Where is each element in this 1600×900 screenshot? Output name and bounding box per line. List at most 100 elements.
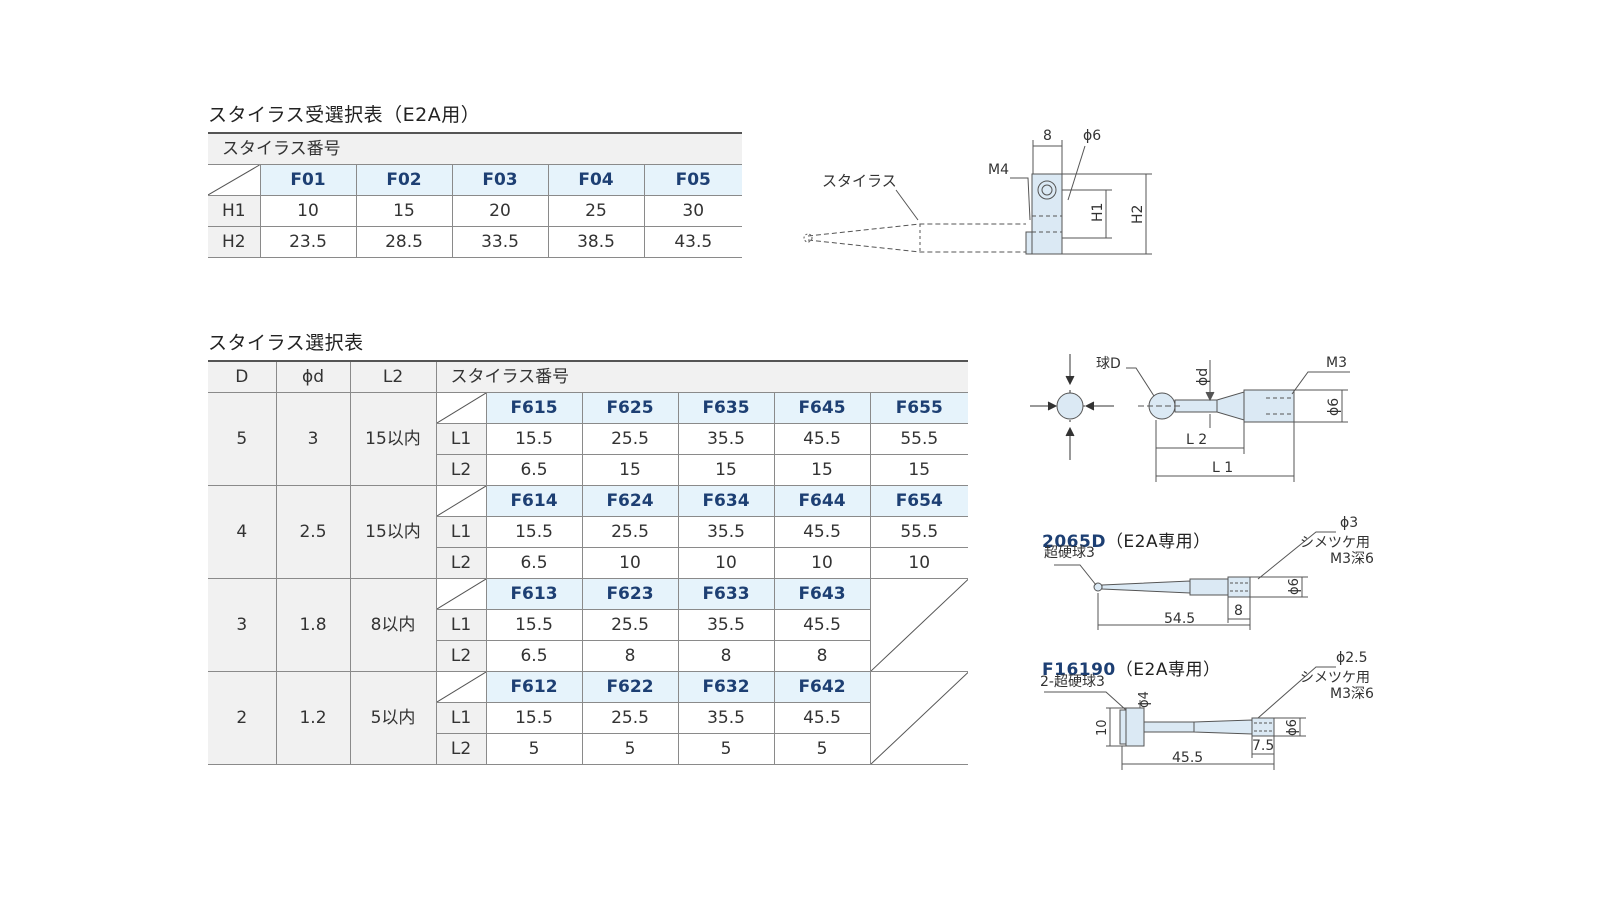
code-cell: F643 xyxy=(773,578,870,610)
code-cell: F05 xyxy=(643,164,742,196)
empty-diagonal-cell xyxy=(869,671,968,765)
value-cell: 38.5 xyxy=(547,226,644,258)
value-cell: 8 xyxy=(773,640,870,672)
code-cell: F623 xyxy=(581,578,678,610)
dim-8: 8 xyxy=(1234,603,1243,619)
dim-10: 10 xyxy=(1095,719,1110,736)
phid-cell: 3 xyxy=(275,392,350,486)
code-cell: F633 xyxy=(677,578,774,610)
value-cell: 25.5 xyxy=(581,609,678,641)
phid-label: ϕd xyxy=(1195,368,1211,386)
value-cell: 45.5 xyxy=(773,516,870,548)
l2-range-cell: 15以内 xyxy=(349,392,436,486)
value-cell: 8 xyxy=(581,640,678,672)
value-cell: 6.5 xyxy=(485,547,582,579)
part-f16190-diagram: 2-超硬球3 ϕ2.5 シメツケ用 M3深6 ϕ4 10 ϕ6 45.5 7.5 xyxy=(1040,650,1374,770)
value-cell: 10 xyxy=(581,547,678,579)
value-cell: 25.5 xyxy=(581,702,678,734)
row-label-l1: L1 xyxy=(435,423,486,455)
value-cell: 6.5 xyxy=(485,454,582,486)
code-cell: F625 xyxy=(581,392,678,424)
table2-title: スタイラス選択表 xyxy=(208,332,364,354)
value-cell: 5 xyxy=(485,733,582,765)
value-cell: 5 xyxy=(773,733,870,765)
code-cell: F642 xyxy=(773,671,870,703)
value-cell: 5 xyxy=(581,733,678,765)
ball-label: 超硬球3 xyxy=(1044,545,1095,561)
value-cell: 15.5 xyxy=(485,423,582,455)
d-cell: 4 xyxy=(208,485,276,579)
l2-range-cell: 15以内 xyxy=(349,485,436,579)
code-cell: F04 xyxy=(547,164,644,196)
value-cell: 10 xyxy=(259,195,356,227)
row-label-l2: L2 xyxy=(435,733,486,765)
stylus-dimension-diagram: 球D ϕd M3 ϕ6 L 2 L 1 xyxy=(1030,354,1350,482)
phi3-label: ϕ3 xyxy=(1340,515,1358,531)
diagonal-cell xyxy=(435,578,486,610)
part-2065d-suffix: （E2A専用） xyxy=(1105,532,1211,552)
code-cell: F655 xyxy=(869,392,968,424)
code-cell: F644 xyxy=(773,485,870,517)
clamp-note: シメツケ用 xyxy=(1300,535,1370,551)
row-label-l1: L1 xyxy=(435,702,486,734)
table1-title: スタイラス受選択表（E2A用） xyxy=(208,104,481,126)
phi6-label: ϕ6 xyxy=(1287,578,1302,595)
value-cell: 15 xyxy=(581,454,678,486)
l2-dim-label: L 2 xyxy=(1186,432,1207,448)
l2-range-cell: 5以内 xyxy=(349,671,436,765)
value-cell: 6.5 xyxy=(485,640,582,672)
value-cell: 35.5 xyxy=(677,702,774,734)
dim-8-label: 8 xyxy=(1043,128,1052,144)
stylus-holder-diagram: スタイラス M4 8 ϕ6 H1 H2 xyxy=(803,128,1152,255)
row-label-l1: L1 xyxy=(435,516,486,548)
row-label-h2: H2 xyxy=(208,226,260,258)
value-cell: 20 xyxy=(451,195,548,227)
diagonal-cell xyxy=(208,164,260,196)
code-cell: F02 xyxy=(355,164,452,196)
part-f16190-code: F16190 xyxy=(1042,660,1116,680)
value-cell: 23.5 xyxy=(259,226,356,258)
d-cell: 5 xyxy=(208,392,276,486)
value-cell: 25.5 xyxy=(581,423,678,455)
value-cell: 25.5 xyxy=(581,516,678,548)
l1-dim-label: L 1 xyxy=(1212,460,1233,476)
col-header-d: D xyxy=(208,360,276,393)
code-cell: F635 xyxy=(677,392,774,424)
phi4-label: ϕ4 xyxy=(1137,691,1152,708)
value-cell: 15.5 xyxy=(485,609,582,641)
part-f16190-title: F16190（E2A専用） xyxy=(1042,655,1220,680)
part-f16190-suffix: （E2A専用） xyxy=(1115,660,1221,680)
dim-54-5: 54.5 xyxy=(1164,611,1195,627)
value-cell: 8 xyxy=(677,640,774,672)
value-cell: 10 xyxy=(869,547,968,579)
dim-45-5: 45.5 xyxy=(1172,750,1203,766)
part-2065d-code: 2065D xyxy=(1042,532,1106,552)
ball-label: 2-超硬球3 xyxy=(1040,674,1105,690)
value-cell: 25 xyxy=(547,195,644,227)
value-cell: 35.5 xyxy=(677,516,774,548)
d-cell: 3 xyxy=(208,578,276,672)
phid-cell: 2.5 xyxy=(275,485,350,579)
col-header-phid: ϕd xyxy=(275,360,350,393)
col-header-l2: L2 xyxy=(349,360,436,393)
d-cell: 2 xyxy=(208,671,276,765)
code-cell: F612 xyxy=(485,671,582,703)
phi6-label: ϕ6 xyxy=(1326,398,1342,416)
code-cell: F615 xyxy=(485,392,582,424)
row-label-h1: H1 xyxy=(208,195,260,227)
value-cell: 15.5 xyxy=(485,516,582,548)
value-cell: 5 xyxy=(677,733,774,765)
row-label-l2: L2 xyxy=(435,454,486,486)
value-cell: 45.5 xyxy=(773,702,870,734)
diagonal-cell xyxy=(435,671,486,703)
h2-label: H2 xyxy=(1130,205,1146,224)
phi6-label: ϕ6 xyxy=(1083,128,1101,144)
value-cell: 15 xyxy=(677,454,774,486)
value-cell: 45.5 xyxy=(773,609,870,641)
h1-label: H1 xyxy=(1090,203,1106,222)
code-cell: F632 xyxy=(677,671,774,703)
value-cell: 30 xyxy=(643,195,742,227)
empty-diagonal-cell xyxy=(869,578,968,672)
clamp-note: シメツケ用 xyxy=(1300,670,1370,686)
phid-cell: 1.2 xyxy=(275,671,350,765)
